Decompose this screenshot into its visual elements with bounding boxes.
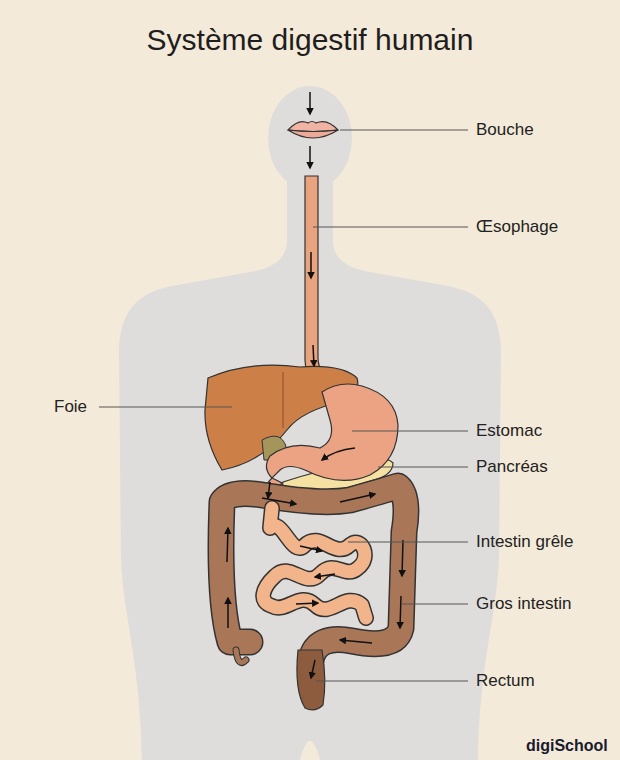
body-silhouette (119, 170, 501, 760)
appendix-outline (236, 650, 246, 662)
part-label: Rectum (476, 670, 535, 692)
flow-arrow (300, 546, 322, 551)
leader-line (402, 604, 468, 605)
part-label: Intestin grêle (476, 531, 573, 553)
flow-arrow (268, 482, 270, 498)
flow-arrow (315, 574, 335, 577)
part-label: Gros intestin (476, 593, 571, 615)
rectum (297, 650, 325, 710)
flow-arrow (309, 92, 311, 114)
flow-arrow (262, 498, 296, 504)
flow-arrow (311, 660, 315, 678)
part-label: Œsophage (476, 216, 558, 238)
flow-arrow (322, 448, 355, 460)
flow-arrow (340, 640, 372, 643)
esophagus (305, 176, 334, 394)
large-intestine (221, 486, 406, 660)
flow-arrow (400, 596, 401, 628)
flow-arrow (310, 252, 312, 278)
flow-arrows (227, 92, 403, 678)
stomach (266, 384, 398, 480)
part-label: Estomac (476, 420, 542, 442)
small-intestine-outline (263, 508, 366, 618)
part-label: Pancréas (476, 456, 548, 478)
leader-line (99, 407, 232, 408)
flow-arrow (313, 345, 314, 366)
flow-arrow (309, 146, 311, 168)
watermark: digiSchool (526, 735, 608, 757)
leader-line (340, 130, 468, 131)
appendix (236, 650, 246, 662)
upper-lip (288, 122, 338, 132)
large-intestine-outline (221, 486, 406, 660)
liver-lobe-line (283, 372, 284, 428)
leader-line (316, 681, 468, 682)
flow-arrow (227, 598, 229, 628)
flow-arrow (402, 540, 403, 576)
leader-line (348, 542, 468, 543)
flow-arrow (296, 603, 318, 604)
leader-line (378, 467, 468, 468)
flow-arrow (227, 528, 228, 562)
leader-line (313, 227, 468, 228)
diagram-title: Système digestif humain (0, 22, 620, 58)
part-label: Foie (54, 396, 87, 418)
lower-lip (288, 130, 338, 138)
part-label: Bouche (476, 119, 534, 141)
small-intestine (263, 508, 366, 618)
leader-lines (99, 130, 468, 681)
leader-line (352, 431, 468, 432)
flow-arrow (340, 494, 375, 502)
